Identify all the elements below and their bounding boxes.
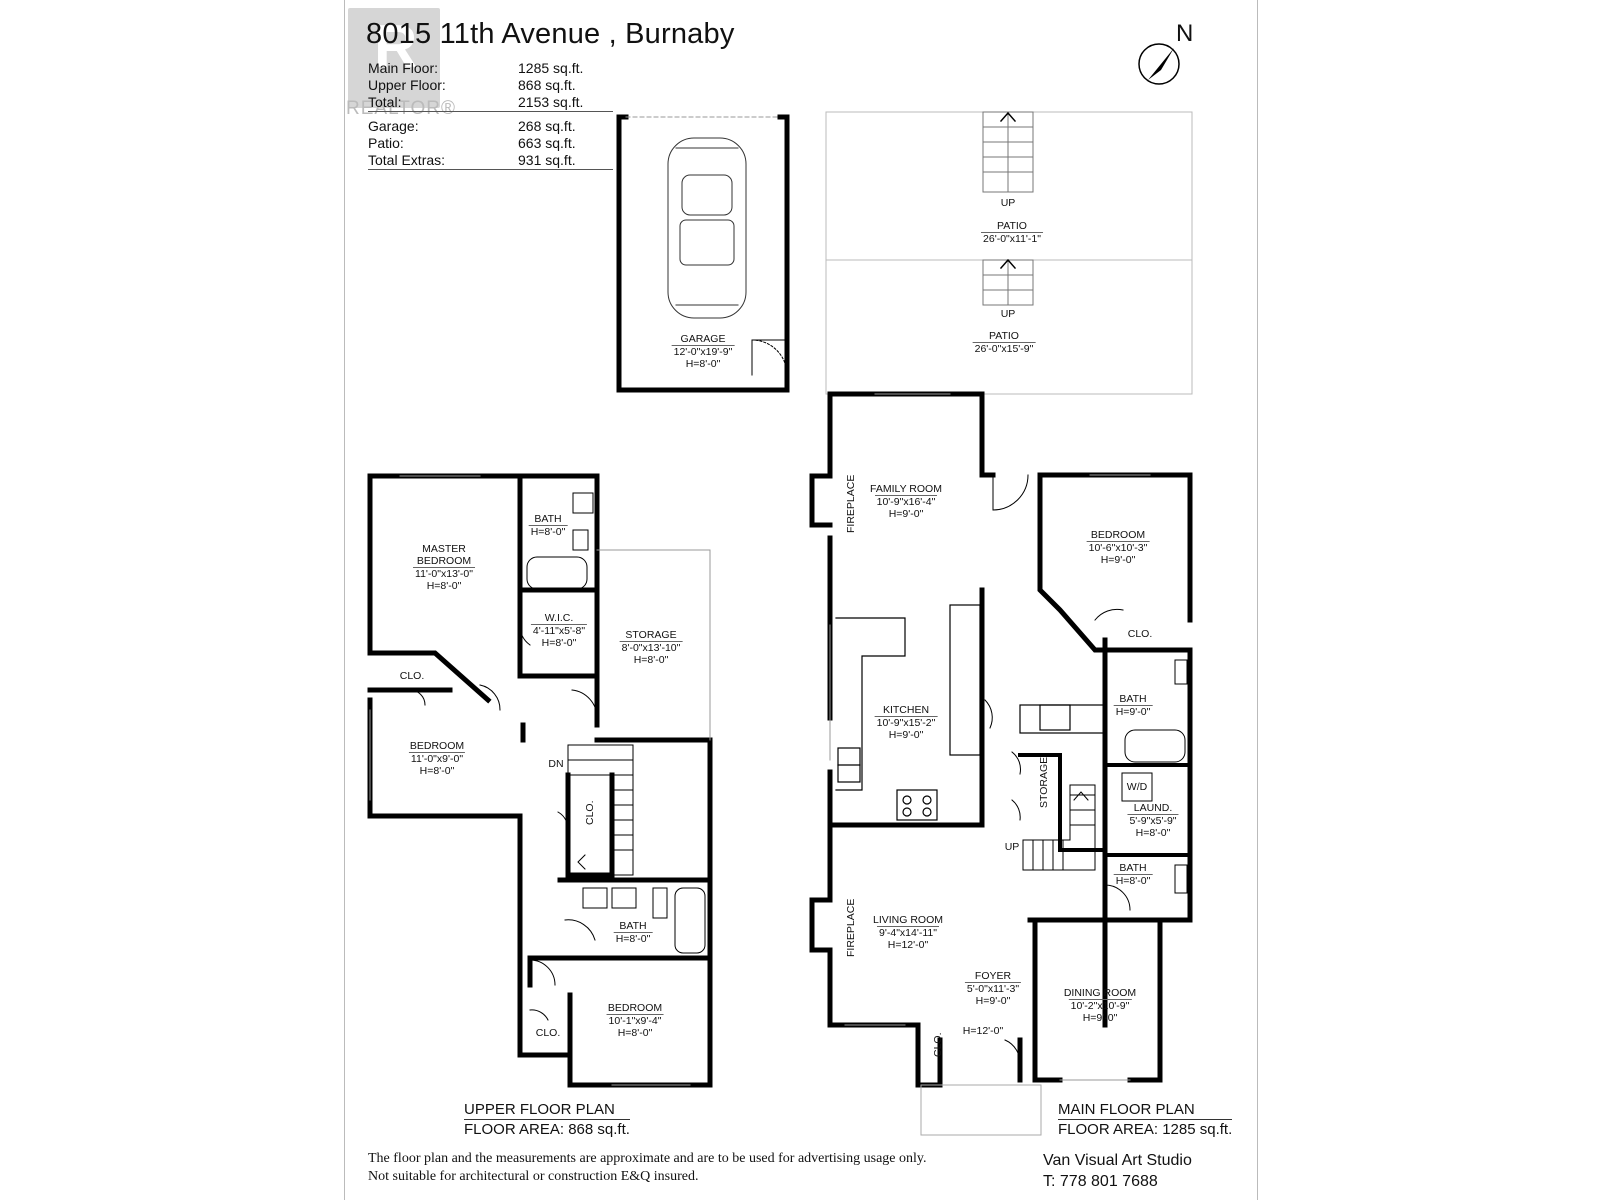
main-windows [829,393,1151,1136]
storage-outline [596,549,711,741]
stat-row: Upper Floor:868 sq.ft. [368,77,576,93]
north-arrow-icon [1138,43,1180,85]
page-title: 8015 11th Avenue , Burnaby [366,18,735,50]
clo-label: CLO. [535,1027,561,1039]
clo-label: CLO. [584,800,596,825]
clo-label: CLO. [1127,628,1153,640]
stair-down-label: DN [548,758,564,770]
kitchen-counters [835,604,1106,821]
upper-fixtures [526,492,706,954]
main-floor-plan-title: MAIN FLOOR PLAN FLOOR AREA: 1285 sq.ft. [1058,1101,1233,1138]
room-label-walk-in-closet: W.I.C.4'-11"x5'-8"H=8'-0" [530,612,588,649]
clo-label: CLO. [399,670,425,682]
wd-label: W/D [1126,781,1148,793]
fireplace-label: FIREPLACE [845,898,857,957]
north-label: N [1176,20,1194,47]
bathtub-icon [1121,659,1188,894]
main-stairs [1022,784,1096,871]
north-arrow-needle [1148,48,1174,80]
foyer-height-label: H=12'-0" [962,1025,1004,1037]
area-summary: Main Floor:1285 sq.ft. Upper Floor:868 s… [368,60,613,170]
garage-walls [616,114,790,393]
fireplace-walls [809,473,833,953]
up-arrow-icon [999,111,1017,270]
stair-up-label: UP [1000,197,1016,209]
upper-door-swings [409,619,598,1021]
stair-up-label: UP [1004,841,1020,853]
garage-door-icon [751,339,788,376]
room-label-laundry: LAUND.5'-9"x5'-9"H=8'-0" [1127,802,1179,839]
disclaimer: The floor plan and the measurements are … [368,1151,927,1184]
clo-label: CLO. [932,1032,944,1057]
realtor-logo: R [348,8,440,108]
stat-row: Patio:663 sq.ft. [368,135,576,151]
studio-credit: Van Visual Art Studio T: 778 801 7688 [1043,1152,1192,1190]
stat-row: Garage:268 sq.ft. [368,118,576,134]
storage-label: STORAGE [1038,756,1050,808]
upper-windows [369,475,691,1086]
main-interior-walls [1018,753,1192,857]
realtor-logo-text: REALTOR® [346,98,456,119]
stat-row: Total:2153 sq.ft. [368,94,613,112]
fireplace-label: FIREPLACE [845,474,857,533]
upper-floor-plan-title: UPPER FLOOR PLAN FLOOR AREA: 868 sq.ft. [464,1101,630,1138]
stair-up-label: UP [1000,308,1016,320]
door-swings [984,474,1131,1066]
upper-stairs [567,744,634,876]
stat-row: Main Floor:1285 sq.ft. [368,60,584,76]
car-icon [667,137,747,319]
stat-row: Total Extras:931 sq.ft. [368,152,613,170]
